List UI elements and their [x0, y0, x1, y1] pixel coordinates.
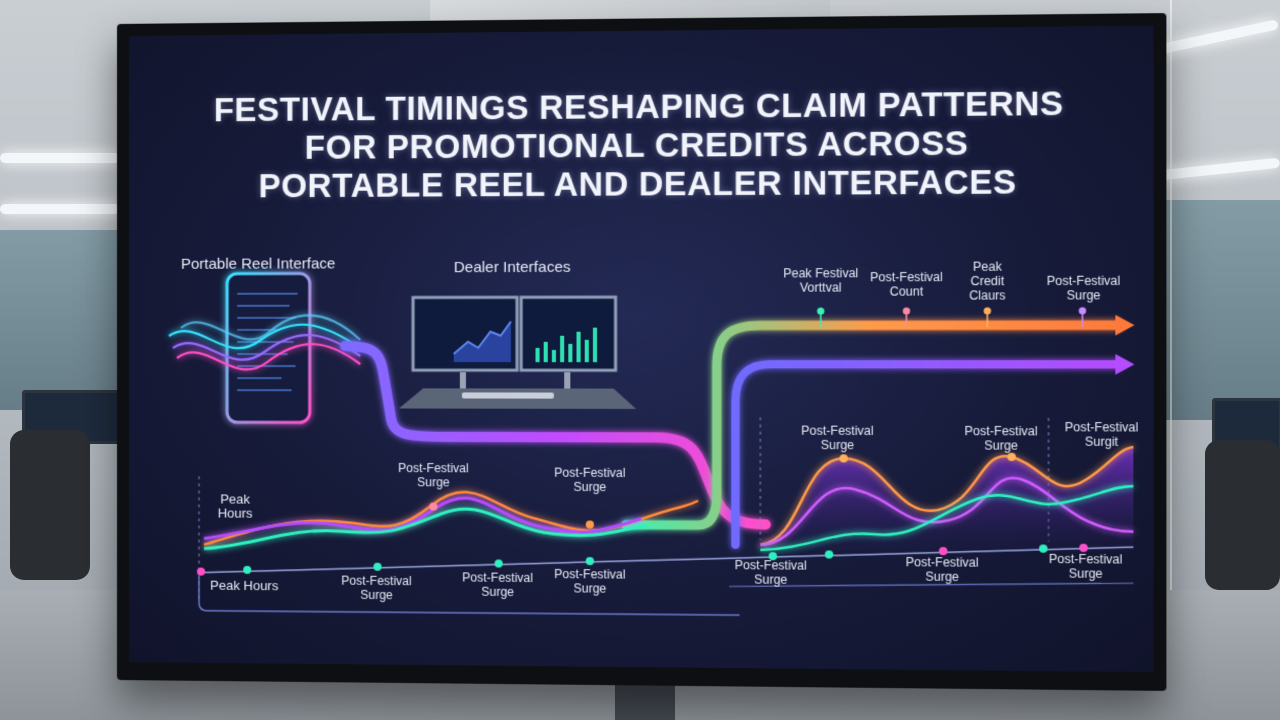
wave-label: Post-Festival Surgit	[1054, 420, 1149, 449]
axis-label: Peak Hours	[199, 577, 290, 594]
wave-label: Post-Festival Surge	[539, 466, 642, 495]
upper-track-label: Peak Credit Claurs	[948, 259, 1026, 302]
upper-arrow-head	[1115, 314, 1135, 336]
wave-label: Post-Festival Surge	[785, 423, 889, 453]
wave-label: Peak Hours	[207, 491, 263, 521]
label-text: Post-Festival Surge	[801, 423, 874, 453]
dealer-monitors-icon	[398, 297, 637, 409]
wave-label: Post-Festival Surge	[383, 461, 485, 490]
label-text: Post-Festival Surgit	[1064, 419, 1139, 449]
middle-arrow-head	[1115, 354, 1135, 375]
upper-track-label: Post-Festival Count	[856, 270, 957, 299]
left-timeline-axis	[197, 476, 740, 615]
label-text: Post-Festival Surge	[734, 557, 807, 587]
background-window	[0, 230, 118, 410]
label-text: Post-Festival Count	[870, 269, 943, 299]
axis-label: Post-Festival Surge	[719, 558, 823, 587]
axis-label: Post-Festival Surge	[326, 573, 427, 603]
label-text: Peak Festival Vorttval	[783, 266, 859, 295]
axis-label: Post-Festival Surge	[890, 555, 995, 584]
label-text: Post-Festival Surge	[554, 465, 626, 495]
label-text: Post-Festival Surge	[964, 423, 1038, 453]
diagram-canvas	[129, 26, 1154, 673]
axis-label: Post-Festival Surge	[447, 570, 549, 599]
label-text: Post-Festival Surge	[398, 460, 469, 490]
axis-label: Post-Festival Surge	[539, 567, 642, 596]
upper-track-label: Post-Festival Surge	[1033, 274, 1135, 303]
label-text: Post-Festival Surge	[341, 573, 412, 603]
label-text: Post-Festival Surge	[905, 554, 979, 585]
wave-label: Post-Festival Surge	[948, 424, 1053, 453]
label-text: Post-Festival Surge	[554, 566, 626, 596]
label-text: Peak Hours	[217, 491, 253, 521]
background-chair	[1205, 440, 1280, 590]
left-wave-markers	[429, 502, 594, 529]
label-text: Post-Festival Surge	[462, 570, 534, 600]
ceiling-light	[0, 153, 120, 163]
ceiling-light	[0, 204, 120, 214]
claim-flow-ribbon	[345, 346, 765, 525]
display-monitor: Festival Timings Reshaping Claim Pattern…	[117, 13, 1167, 691]
label-text: Peak Hours	[210, 577, 279, 594]
label-text: Peak Credit Claurs	[969, 259, 1006, 303]
label-text: Post-Festival Surge	[1048, 551, 1123, 581]
background-chair	[10, 430, 90, 580]
glass-partition-edge	[1170, 0, 1172, 720]
display-screen: Festival Timings Reshaping Claim Pattern…	[128, 25, 1154, 673]
axis-label: Post-Festival Surge	[1033, 552, 1139, 582]
label-text: Post-Festival Surge	[1046, 273, 1121, 303]
